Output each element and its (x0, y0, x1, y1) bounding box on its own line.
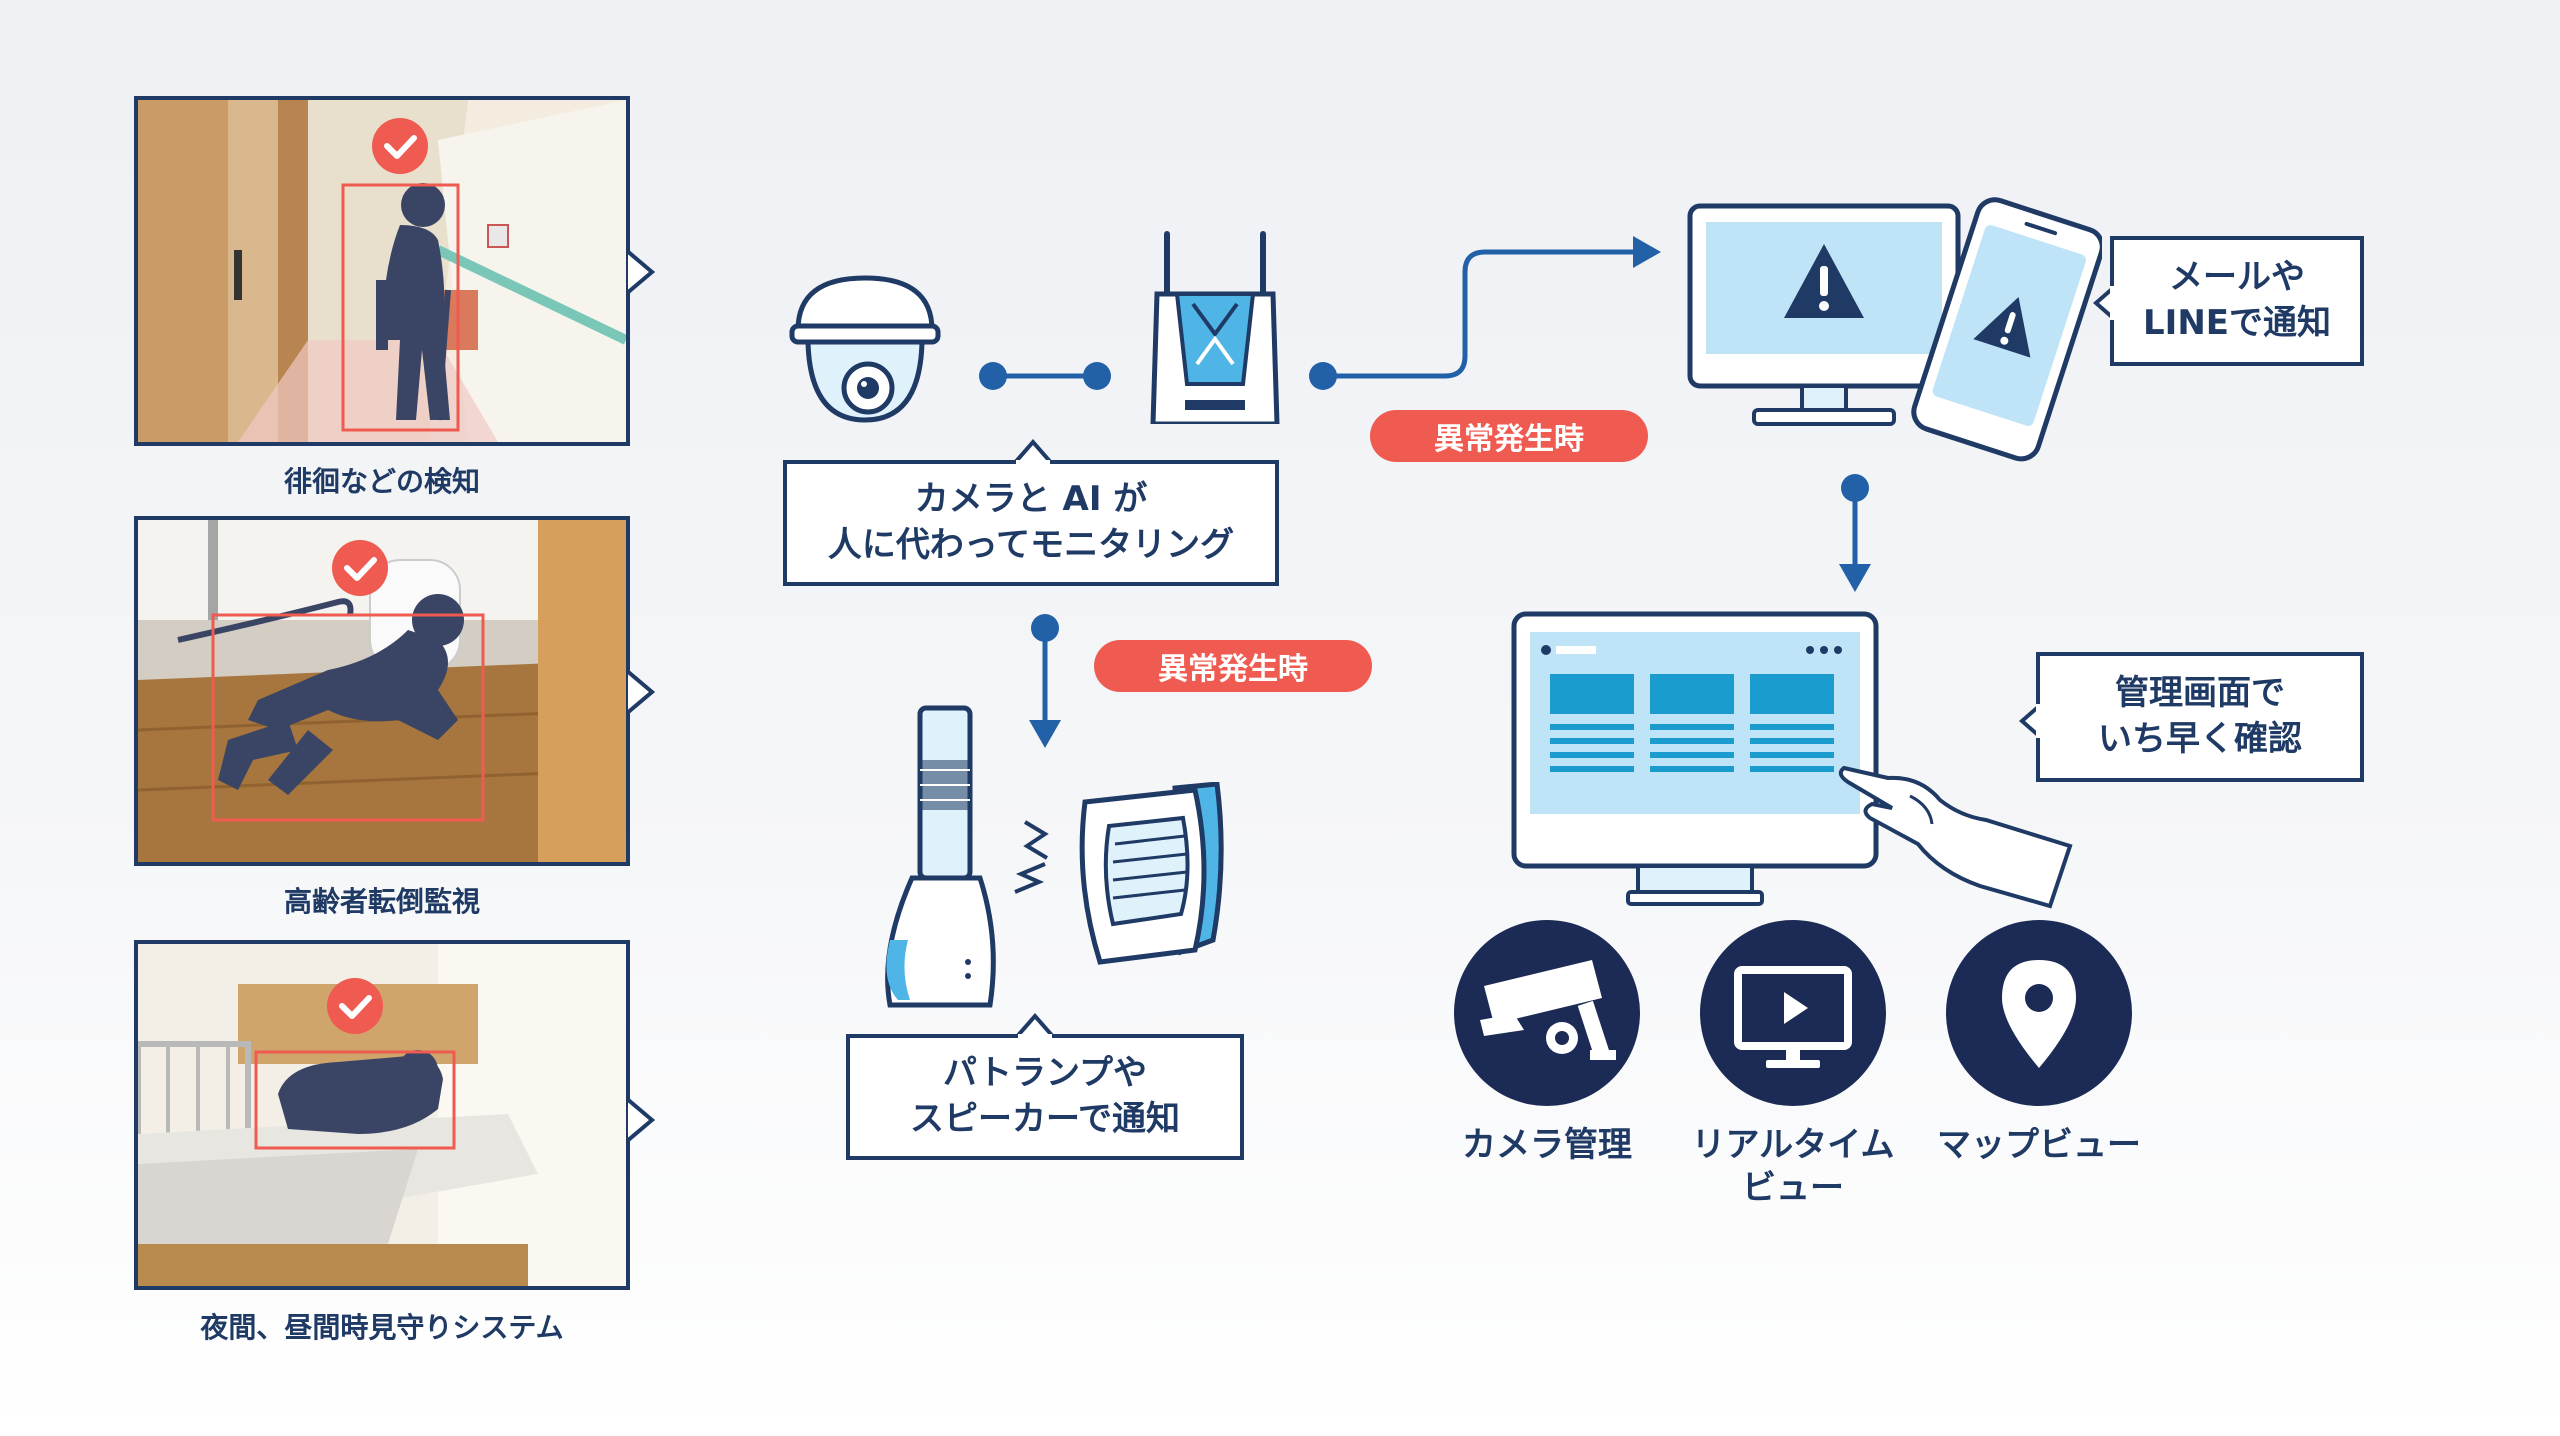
photo-fall (134, 516, 630, 866)
map-pin-icon (2002, 960, 2076, 1068)
callout-admin: 管理画面で いち早く確認 (2036, 652, 2364, 782)
connector-ai-patlamp (1029, 614, 1061, 748)
photo-pointer-3 (626, 1096, 656, 1144)
callout-mail-line2: LINEで通知 (2143, 303, 2331, 343)
connector-notify-admin (1839, 474, 1871, 592)
photo-caption-bed: 夜間、昼間時見守りシステム (200, 1311, 564, 1344)
feature-label-realtime-view: リアルタイム ビュー (1682, 1124, 1904, 1209)
feature-camera-management (1454, 920, 1640, 1106)
photo-caption-wandering: 徘徊などの検知 (283, 465, 480, 498)
callout-pointer-cover-3 (2110, 286, 2116, 320)
speaker-icon (1014, 782, 1224, 965)
photo-pointer-1 (626, 248, 656, 296)
connector-camera-ai (979, 362, 1111, 390)
connector-ai-notify (1309, 236, 1661, 390)
feature-label-map-view: マップビュー (1937, 1125, 2141, 1165)
dome-camera-icon (789, 275, 941, 423)
feature-label-camera-management: カメラ管理 (1462, 1125, 1632, 1165)
live-view-monitor-icon (1734, 966, 1852, 1068)
callout-pointer-cover (1016, 460, 1050, 466)
patrol-lamp-icon (885, 705, 996, 1008)
callout-patlamp-line1: パトランプや (943, 1053, 1147, 1094)
photo-caption-fall: 高齢者転倒監視 (283, 885, 480, 918)
callout-admin-line1: 管理画面で (2115, 673, 2285, 714)
callout-admin-line2: いち早く確認 (2098, 719, 2302, 759)
photo-pointer-2 (626, 668, 656, 716)
photo-wandering (134, 96, 630, 446)
badge-abnormal-top: 異常発生時 (1370, 410, 1648, 462)
callout-camera-ai-line1: カメラと AI が (914, 479, 1148, 520)
desktop-alert-icon (1687, 203, 1961, 426)
badge-abnormal-mid: 異常発生時 (1094, 640, 1372, 692)
callout-pointer-cover-2 (1018, 1034, 1052, 1040)
photo-bed (134, 940, 630, 1290)
callout-mail-line: メールや LINEで通知 (2110, 236, 2364, 366)
feature-label-realtime-view-line1: リアルタイム (1691, 1125, 1895, 1165)
feature-label-realtime-view-line2: ビュー (1742, 1167, 1844, 1208)
admin-dashboard-icon (1511, 611, 2073, 909)
smartphone-alert-icon (1911, 197, 2102, 462)
callout-patlamp-line2: スピーカーで通知 (910, 1099, 1180, 1139)
callout-camera-ai-line2: 人に代わってモニタリング (827, 525, 1235, 565)
callout-mail-line1: メールや (2169, 257, 2305, 298)
callout-pointer-cover-4 (2036, 704, 2042, 738)
feature-realtime-view (1700, 920, 1886, 1106)
ai-edge-box-icon (1150, 231, 1280, 424)
feature-map-view (1946, 920, 2132, 1106)
security-camera-icon (1480, 960, 1616, 1060)
callout-camera-ai: カメラと AI が 人に代わってモニタリング (783, 460, 1279, 586)
callout-patlamp: パトランプや スピーカーで通知 (846, 1034, 1244, 1160)
